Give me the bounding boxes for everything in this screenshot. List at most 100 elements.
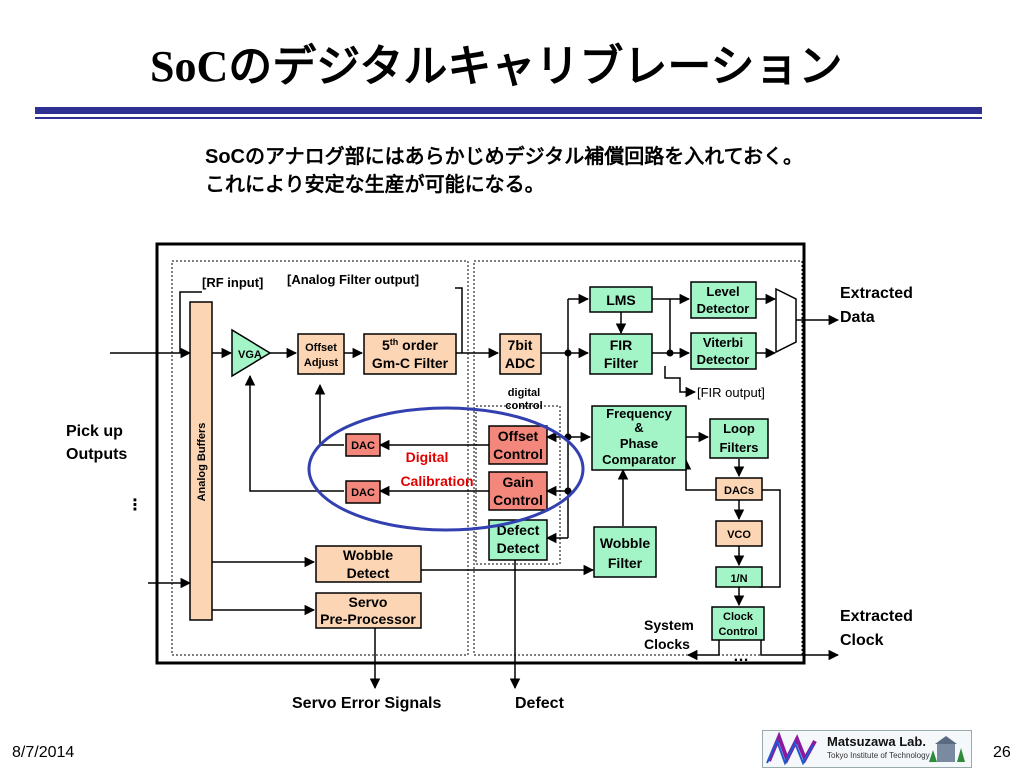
- clock-label-2: Control: [718, 626, 757, 638]
- gm-c-filter-block: [363, 333, 457, 375]
- rf-input-label: [RF input]: [202, 275, 263, 290]
- defect-output-label: Defect: [515, 695, 565, 712]
- clock-label-1: Clock: [723, 611, 754, 623]
- dacs-label: DACs: [724, 485, 754, 497]
- analog-region: [171, 260, 469, 656]
- offset-adjust-block: [297, 333, 345, 375]
- servo-label-1: Servo: [349, 594, 388, 610]
- freq-phase-comparator-block: [591, 405, 687, 471]
- level-label-1: Level: [706, 284, 739, 299]
- loop-label-1: Loop: [723, 421, 755, 436]
- extracted-data-label-1: Extracted: [840, 285, 913, 302]
- divider-label: 1/N: [730, 573, 747, 585]
- wobble-filter-label-2: Filter: [608, 555, 643, 571]
- vco-block: [715, 520, 763, 547]
- divider-block: [715, 566, 763, 588]
- junction-dots: [564, 349, 674, 495]
- title-rule-thin: [35, 117, 982, 119]
- logo-text-institute: Tokyo Institute of Technology: [827, 751, 930, 760]
- pickup-outputs-label-1: Pick up: [66, 423, 123, 440]
- fir-label-1: FIR: [610, 337, 633, 353]
- digital-control-region: [475, 405, 561, 565]
- wobble-filter-block: [593, 526, 657, 578]
- lab-logo: Matsuzawa Lab. Tokyo Institute of Techno…: [762, 730, 972, 768]
- lms-block: [589, 286, 653, 313]
- footer-date: 8/7/2014: [12, 744, 75, 761]
- lms-label: LMS: [606, 292, 636, 308]
- dac-offset-block: [345, 433, 381, 457]
- viterbi-label-1: Viterbi: [703, 335, 743, 350]
- fpc-label-2: &: [634, 420, 643, 435]
- fir-output-label: [FIR output]: [697, 385, 765, 400]
- defect-detect-label-1: Defect: [497, 522, 540, 538]
- dac-offset-label: DAC: [351, 440, 375, 452]
- logo-building-icon: [929, 736, 965, 762]
- digital-calibration-label-2: Calibration: [400, 473, 473, 489]
- servo-preprocessor-block: [315, 592, 422, 629]
- filter-type-label: Gm-C Filter: [372, 355, 449, 371]
- signal-wires: [110, 287, 840, 690]
- fpc-label-3: Phase: [620, 436, 658, 451]
- dac-gain-block: [345, 480, 381, 504]
- dacs-block: [715, 477, 763, 501]
- digital-control-label-1: digital: [508, 387, 540, 399]
- chip-boundary: [155, 242, 806, 665]
- gain-control-label-2: Control: [493, 492, 543, 508]
- vco-label: VCO: [727, 529, 751, 541]
- system-clocks-label-1: System: [644, 617, 694, 633]
- analog-buffers-label: Analog Buffers: [196, 423, 208, 502]
- fpc-label-4: Comparator: [602, 452, 676, 467]
- digital-calibration-label-1: Digital: [406, 449, 449, 465]
- clock-ellipsis: …: [733, 648, 749, 665]
- viterbi-detector-block: [690, 332, 757, 370]
- slide-title: SoCのデジタルキャリブレーション: [150, 42, 843, 91]
- loop-label-2: Filters: [719, 440, 758, 455]
- digital-calibration-ellipse: [307, 406, 585, 532]
- output-mux: [775, 287, 797, 354]
- system-clocks-label-2: Clocks: [644, 636, 690, 652]
- filter-order-label: 5th order: [382, 337, 439, 353]
- analog-filter-output-label: [Analog Filter output]: [287, 272, 419, 287]
- wobble-filter-label-1: Wobble: [600, 535, 651, 551]
- extracted-clock-label-2: Clock: [840, 632, 884, 649]
- offset-adjust-label-2: Adjust: [304, 357, 339, 369]
- offset-control-label-1: Offset: [498, 428, 539, 444]
- wobble-detect-block: [315, 545, 422, 583]
- level-detector-block: [690, 281, 757, 319]
- offset-control-block: [488, 425, 548, 465]
- fir-label-2: Filter: [604, 355, 639, 371]
- gain-control-label-1: Gain: [502, 474, 533, 490]
- wobble-detect-label-1: Wobble: [343, 547, 394, 563]
- extracted-data-label-2: Data: [840, 309, 875, 326]
- gain-control-block: [488, 471, 548, 511]
- title-rule-thick: [35, 107, 982, 114]
- description-line-2: これにより安定な生産が可能になる。: [205, 174, 545, 196]
- offset-control-label-2: Control: [493, 446, 543, 462]
- pickup-ellipsis: ⋮: [127, 497, 143, 514]
- offset-adjust-label-1: Offset: [305, 342, 337, 354]
- fpc-label-1: Frequency: [606, 406, 673, 421]
- adc-block: [499, 333, 542, 375]
- servo-error-signals-label: Servo Error Signals: [292, 695, 441, 712]
- servo-label-2: Pre-Processor: [320, 611, 416, 627]
- logo-wave-icon: [766, 731, 817, 766]
- page-number: 26: [993, 744, 1011, 761]
- fir-filter-block: [589, 333, 653, 375]
- digital-region: [473, 260, 803, 656]
- adc-label-2: ADC: [505, 355, 535, 371]
- loop-filters-block: [709, 418, 769, 459]
- adc-label-1: 7bit: [508, 337, 533, 353]
- pickup-outputs-label-2: Outputs: [66, 446, 127, 463]
- dac-gain-label: DAC: [351, 487, 375, 499]
- extracted-clock-label-1: Extracted: [840, 608, 913, 625]
- analog-buffers-block: [189, 301, 213, 621]
- slide-description: SoCのアナログ部にはあらかじめデジタル補償回路を入れておく。 これにより安定な…: [205, 143, 803, 199]
- wobble-detect-label-2: Detect: [347, 565, 390, 581]
- vga-label: VGA: [238, 349, 262, 361]
- defect-detect-label-2: Detect: [497, 540, 540, 556]
- logo-text-lab: Matsuzawa Lab.: [827, 734, 926, 749]
- vga-amplifier: [231, 328, 272, 378]
- digital-control-label-2: control: [505, 400, 542, 412]
- clock-control-block: [711, 606, 765, 641]
